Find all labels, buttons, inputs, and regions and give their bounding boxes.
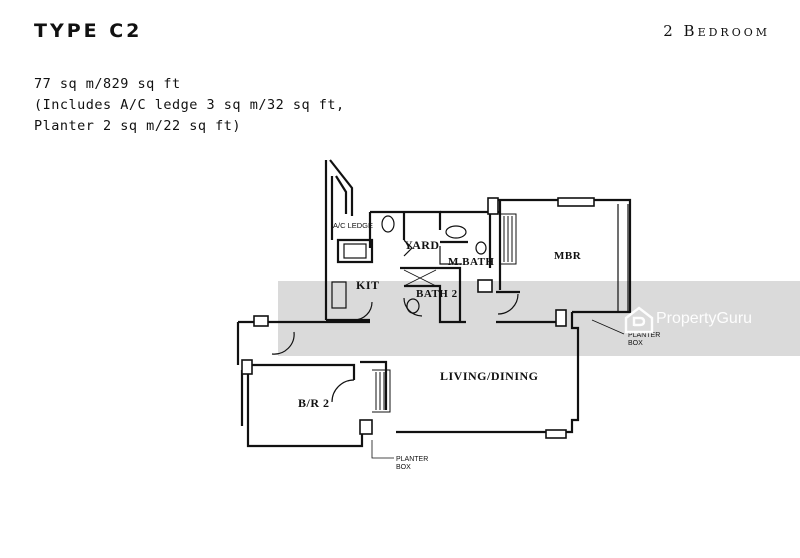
door-arc-br2 <box>331 379 355 403</box>
watermark-brand: PropertyGuru <box>656 310 753 327</box>
room-label-mbr: MBR <box>554 250 582 262</box>
unit-type-title: TYPE C2 <box>34 20 143 42</box>
room-label-m-bath: M.BATH <box>448 256 495 268</box>
planter-leader-bottom <box>371 440 394 459</box>
column-block <box>487 197 499 215</box>
door-arc-mbr <box>497 293 519 315</box>
wardrobe-mbr <box>500 213 517 265</box>
propertyguru-logo-icon <box>624 306 654 334</box>
room-label-bath-2: BATH 2 <box>416 288 458 300</box>
area-total: 77 sq m/829 sq ft <box>34 76 181 92</box>
door-arc-kit <box>353 301 373 321</box>
watermark-banner <box>278 281 800 356</box>
room-label-kit: KIT <box>356 278 380 292</box>
room-label-br2: B/R 2 <box>298 396 330 410</box>
room-label-yard: YARD <box>404 238 440 252</box>
stove-icon <box>331 281 347 309</box>
room-label-ac-ledge: A/C LEDGE <box>333 221 374 230</box>
planter-leader-right <box>591 319 625 335</box>
propertyguru-watermark: PropertyGuru <box>624 306 780 334</box>
bedroom-count-label: 2 Bedroom <box>663 22 770 40</box>
planter-box-label-bottom: PLANTER BOX <box>396 456 429 471</box>
wc-icon <box>381 215 395 233</box>
area-includes: (Includes A/C ledge 3 sq m/32 sq ft, <box>34 97 345 113</box>
area-info: 77 sq m/829 sq ft (Includes A/C ledge 3 … <box>34 74 345 137</box>
planter-box-label-right: PLANTER BOX <box>628 332 661 347</box>
living-walls <box>236 312 580 434</box>
area-planter: Planter 2 sq m/22 sq ft) <box>34 118 242 134</box>
wardrobe-br2 <box>372 369 391 413</box>
door-arc-entry <box>271 331 295 355</box>
ac-ledge-shaft <box>324 159 354 320</box>
sink-icon <box>343 243 367 259</box>
room-label-living-dining: LIVING/DINING <box>440 369 539 383</box>
